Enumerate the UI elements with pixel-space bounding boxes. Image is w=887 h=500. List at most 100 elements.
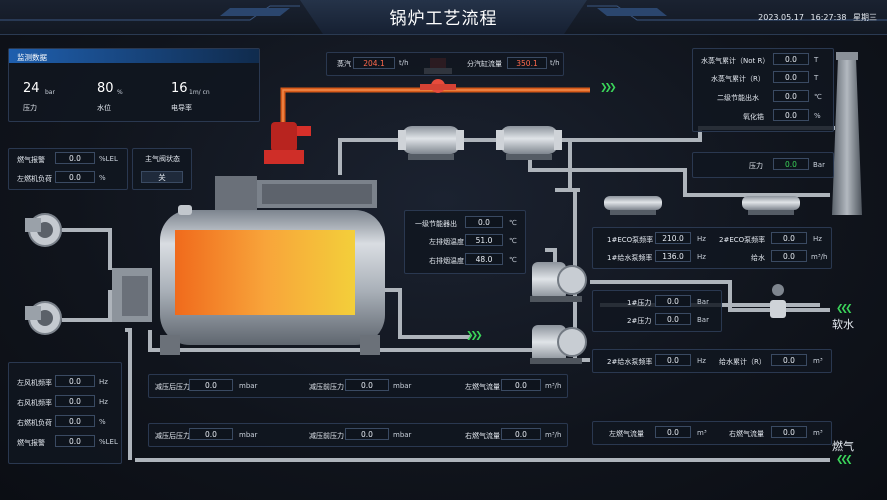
left-before-pressure-unit: mbar	[393, 382, 412, 390]
gas-alarm-panel: 燃气报警 0.0 %LEL 左燃机负荷 0.0 %	[8, 148, 128, 190]
main-valve-panel: 主气阀状态 关	[132, 148, 192, 190]
left-load-label: 左燃机负荷	[17, 175, 52, 183]
right-gas-flow-unit: m³/h	[545, 431, 562, 439]
left-gas-total-value: 0.0	[655, 426, 691, 438]
pressure-panel: 压力 0.0 Bar	[692, 152, 834, 178]
header-flow-value: 350.1	[507, 57, 547, 69]
water-level-label: 水位	[97, 104, 111, 112]
left-load-value: 0.0	[55, 171, 95, 183]
monitor-panel: 监测数据 24 bar 压力 80 % 水位 16 1m/ cn 电导率	[8, 48, 260, 122]
right-pressure-unit: Bar	[813, 161, 825, 169]
right-fan-label: 右风机频率	[17, 399, 52, 407]
conductivity-value: 16	[171, 81, 188, 96]
gas-alarm-value: 0.0	[55, 152, 95, 164]
steam-total-r-label: 水蒸气累计（R）	[711, 75, 765, 83]
left-gas-flow-unit: m³/h	[545, 382, 562, 390]
weekday-text: 星期三	[853, 13, 877, 22]
left-after-pressure-unit: mbar	[239, 382, 258, 390]
pump-frequency-panel: 1#ECO泵频率 210.0 Hz 2#ECO泵频率 0.0 Hz 1#给水泵频…	[592, 227, 832, 269]
eco2-pump-value: 0.0	[771, 232, 807, 244]
flow-arrow-steam: ❯❯❯	[600, 83, 617, 93]
left-before-pressure-value: 0.0	[345, 379, 389, 391]
right-fan-value: 0.0	[55, 395, 95, 407]
feed2-pump-label: 2#给水泵频率	[607, 358, 653, 366]
pressure-unit: bar	[45, 89, 55, 96]
pump2-pressure-value: 0.0	[655, 313, 691, 325]
right-load-label: 右燃机负荷	[17, 419, 52, 427]
zirconia-label: 氧化锆	[743, 113, 764, 121]
eco2-pump-label: 2#ECO泵频率	[719, 236, 766, 244]
main-valve-state[interactable]: 关	[141, 171, 183, 183]
eco2-pump-unit: Hz	[813, 235, 822, 243]
steam-totals-panel: 水蒸气累计（Not R） 0.0 T 水蒸气累计（R） 0.0 T 二级节能出水…	[692, 48, 834, 132]
left-before-pressure-label: 减压前压力	[309, 383, 344, 391]
right-before-pressure-label: 减压前压力	[309, 432, 344, 440]
zirconia-value: 0.0	[773, 109, 809, 121]
right-flue-temp-value: 48.0	[465, 253, 503, 265]
steam-value: 204.1	[353, 57, 395, 69]
conductivity-unit: 1m/ cn	[189, 89, 210, 96]
feed-total-value: 0.0	[771, 354, 807, 366]
feed2-pump-value: 0.0	[655, 354, 691, 366]
left-flue-temp-value: 51.0	[465, 234, 503, 246]
gas-totals-panel: 左燃气流量 0.0 m³ 右燃气流量 0.0 m³	[592, 421, 832, 445]
right-gas-total-value: 0.0	[771, 426, 807, 438]
feed2-pump-unit: Hz	[697, 357, 706, 365]
main-valve-label: 主气阀状态	[145, 155, 180, 163]
page-title: 锅炉工艺流程	[389, 9, 498, 29]
gas-alarm2-unit: %LEL	[99, 438, 118, 446]
soft-water-label: 软水	[832, 318, 854, 331]
steam-unit: t/h	[399, 59, 409, 67]
datetime: 2023.05.17 16:27:38 星期三	[754, 12, 877, 23]
eco1-outlet-value: 0.0	[465, 216, 503, 228]
flow-arrow-exhaust: ❯❯❯	[466, 331, 483, 341]
left-gas-flow-label: 左燃气流量	[465, 383, 500, 391]
right-pressure-label: 压力	[749, 162, 763, 170]
pump2-pressure-unit: Bar	[697, 316, 709, 324]
pump2-pressure-label: 2#压力	[627, 317, 652, 325]
pump1-pressure-unit: Bar	[697, 298, 709, 306]
eco1-pump-value: 210.0	[655, 232, 691, 244]
feed1-pump-unit: Hz	[697, 253, 706, 261]
fuel-gas-label: 燃气	[832, 440, 854, 453]
date-text: 2023.05.17	[758, 13, 804, 22]
gas-alarm2-label: 燃气报警	[17, 439, 45, 447]
feed2-panel: 2#给水泵频率 0.0 Hz 给水累计（R） 0.0 m³	[592, 349, 832, 373]
left-after-pressure-label: 减压后压力	[155, 383, 190, 391]
left-load-unit: %	[99, 174, 106, 182]
left-flue-temp-unit: ℃	[509, 237, 517, 245]
eco2-outlet-unit: ℃	[814, 93, 822, 101]
right-load-unit: %	[99, 418, 106, 426]
right-load-value: 0.0	[55, 415, 95, 427]
right-flue-temp-unit: ℃	[509, 256, 517, 264]
right-before-pressure-unit: mbar	[393, 431, 412, 439]
right-gas-total-unit: m³	[813, 429, 823, 437]
eco2-outlet-label: 二级节能出水	[717, 94, 759, 102]
pump1-pressure-label: 1#压力	[627, 299, 652, 307]
eco1-pump-unit: Hz	[697, 235, 706, 243]
gas-line-right-panel: 减压后压力 0.0 mbar 减压前压力 0.0 mbar 右燃气流量 0.0 …	[148, 423, 568, 447]
right-after-pressure-value: 0.0	[189, 428, 233, 440]
right-gas-total-label: 右燃气流量	[729, 430, 764, 438]
feed-total-label: 给水累计（R）	[719, 358, 766, 366]
eco2-outlet-value: 0.0	[773, 90, 809, 102]
left-fan-label: 左风机频率	[17, 379, 52, 387]
pump1-pressure-value: 0.0	[655, 295, 691, 307]
right-gas-flow-value: 0.0	[501, 428, 541, 440]
steam-total-notr-value: 0.0	[773, 53, 809, 65]
economizer-panel: 一级节能器出 0.0 ℃ 左排烟温度 51.0 ℃ 右排烟温度 48.0 ℃	[404, 210, 526, 274]
time-text: 16:27:38	[810, 13, 847, 22]
flow-arrow-fuel-gas: ❮❮❮	[836, 455, 853, 465]
header-decoration	[0, 5, 887, 21]
left-gas-flow-value: 0.0	[501, 379, 541, 391]
pressure-label: 压力	[23, 104, 37, 112]
steam-total-r-value: 0.0	[773, 71, 809, 83]
eco1-outlet-unit: ℃	[509, 219, 517, 227]
right-after-pressure-label: 减压后压力	[155, 432, 190, 440]
right-pressure-value: 0.0	[773, 158, 809, 170]
steam-label: 蒸汽	[337, 60, 351, 68]
monitor-header	[9, 49, 259, 63]
gas-line-left-panel: 减压后压力 0.0 mbar 减压前压力 0.0 mbar 左燃气流量 0.0 …	[148, 374, 568, 398]
flow-arrow-soft-water: ❮❮❮	[836, 304, 853, 314]
